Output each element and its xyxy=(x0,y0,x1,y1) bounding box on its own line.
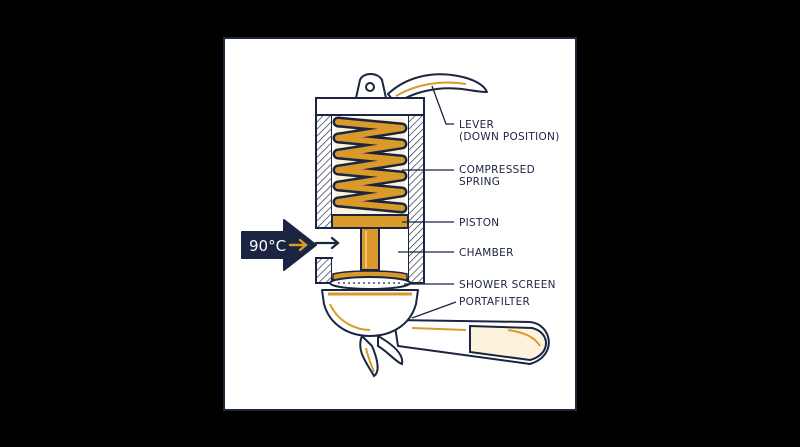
label-chamber: CHAMBER xyxy=(459,247,514,259)
label-piston: PISTON xyxy=(459,217,499,229)
leader-lines xyxy=(398,85,457,319)
leader-lever xyxy=(431,85,454,125)
portafilter xyxy=(321,289,550,378)
inlet-temperature: 90°C xyxy=(249,237,286,255)
piston-rod xyxy=(360,227,380,271)
lever-pivot-icon xyxy=(365,82,375,92)
leader-portafilter xyxy=(411,301,457,319)
flow-arrow-icon xyxy=(314,236,340,250)
piston xyxy=(331,214,409,271)
label-spring: COMPRESSED SPRING xyxy=(459,164,539,188)
label-shower-screen: SHOWER SCREEN xyxy=(459,279,556,291)
lever xyxy=(354,73,488,105)
label-portafilter: PORTAFILTER xyxy=(459,296,530,308)
shower-screen xyxy=(329,276,411,290)
water-inlet-arrow: 90°C xyxy=(241,219,340,271)
label-lever: LEVER (DOWN POSITION) xyxy=(459,119,560,143)
cylinder-cap xyxy=(315,97,425,116)
cylinder-wall-right xyxy=(407,114,425,284)
compressed-spring xyxy=(332,116,408,215)
right-arrow-icon xyxy=(288,238,308,252)
labels: LEVER (DOWN POSITION) COMPRESSED SPRING … xyxy=(459,119,560,308)
